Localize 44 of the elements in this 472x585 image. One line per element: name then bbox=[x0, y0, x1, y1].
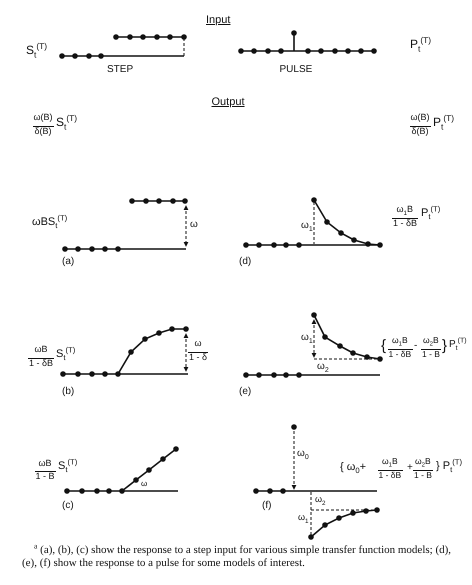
formula-text: { ω$_{0}$+ bbox=[340, 461, 366, 474]
formula-text: ω bbox=[190, 219, 198, 230]
formula-text: PULSE bbox=[280, 64, 312, 75]
formula-text: (e) bbox=[239, 386, 252, 397]
formula-text: ω$_{1}$ bbox=[298, 513, 309, 523]
formula-text: ω(B) bbox=[410, 113, 430, 123]
formula-text: { bbox=[381, 338, 386, 354]
formula-text: ω$_{2}$ bbox=[317, 361, 329, 372]
section-heading: Input bbox=[206, 14, 230, 26]
formula-text: 1 - δB bbox=[378, 471, 402, 480]
formula-text: 1 - δB bbox=[29, 359, 54, 369]
formula-text: (c) bbox=[62, 500, 74, 511]
formula-text: (b) bbox=[62, 386, 74, 397]
formula-text: ω$_{1}$B bbox=[396, 205, 414, 215]
formula-text: (a) bbox=[62, 256, 74, 267]
formula-text: ωB bbox=[38, 459, 52, 469]
formula-text: ω$_{0}$ bbox=[297, 448, 309, 459]
formula-text: 1 - δB bbox=[393, 219, 418, 229]
section-heading: Output bbox=[212, 96, 245, 108]
formula-text: (d) bbox=[239, 256, 252, 267]
formula-text: δ(B) bbox=[34, 127, 52, 137]
formula-text: ω$_{1}$ bbox=[301, 332, 313, 343]
formula-text: ω bbox=[141, 480, 148, 489]
caption: $^{a}$ (a), (b), (c) show the response to a step input for various simple transfer function models; (d), (e), (f) show the response to a pulse for some models of interest. bbox=[22, 544, 452, 570]
formula-text: + bbox=[407, 462, 413, 473]
formula-text: - bbox=[414, 340, 418, 351]
formula-text: 1 - B bbox=[36, 472, 55, 482]
formula-text: ω bbox=[194, 339, 202, 349]
formula-text: ωB bbox=[34, 345, 48, 355]
formula-text: ω$_{2}$ bbox=[315, 495, 326, 505]
formula-text: ω$_{1}$B bbox=[382, 457, 398, 466]
formula-text: } bbox=[442, 338, 448, 354]
formula-text: ω$_{2}$B bbox=[415, 457, 431, 466]
formula-text: STEP bbox=[107, 64, 134, 75]
formula-text: ω(B) bbox=[34, 113, 53, 123]
formula-text: 1 - δ bbox=[189, 353, 208, 363]
formula-text: δ(B) bbox=[412, 127, 429, 137]
formula-text: ω$_{2}$B bbox=[423, 336, 439, 346]
formula-text: 1 - B bbox=[422, 350, 440, 360]
formula-text: ω$_{1}$B bbox=[392, 336, 408, 346]
formula-text: 1 - B bbox=[414, 471, 432, 480]
formula-text: (f) bbox=[262, 500, 272, 511]
formula-text: ω$_{1}$ bbox=[301, 220, 313, 231]
formula-text: 1 - δB bbox=[388, 350, 412, 360]
